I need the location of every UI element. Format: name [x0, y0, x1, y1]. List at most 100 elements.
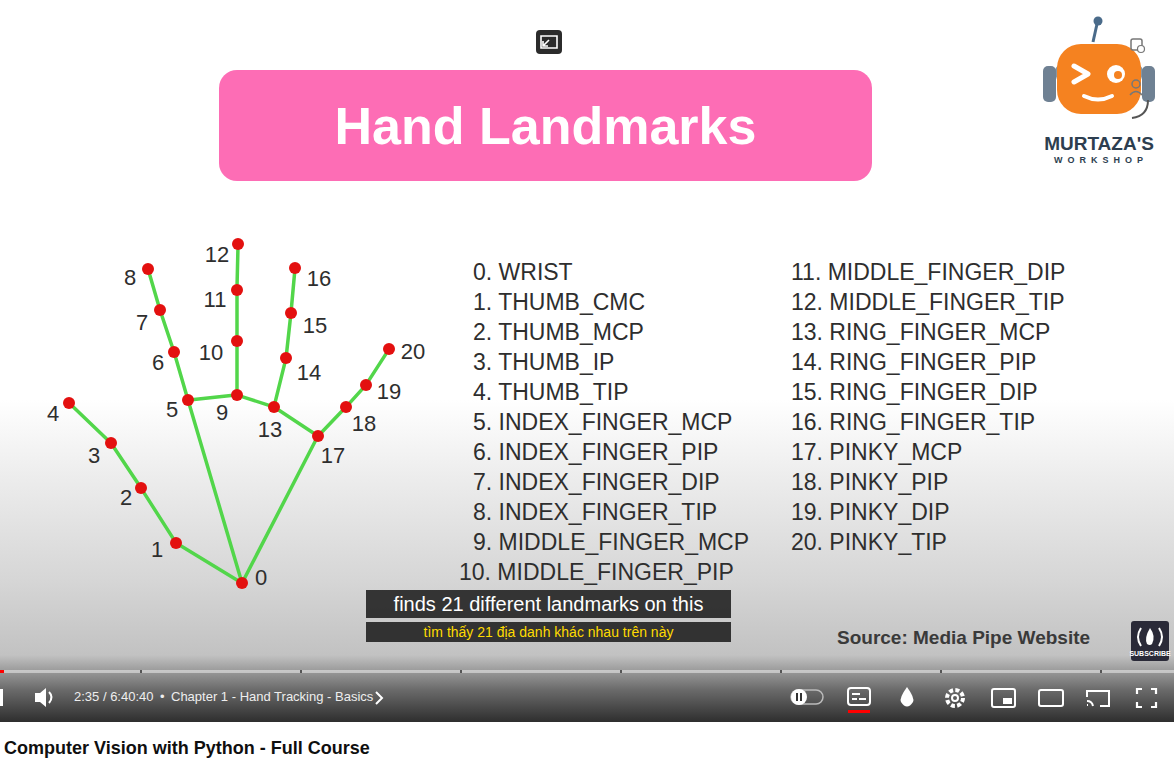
subtitle-box: finds 21 different landmarks on this	[366, 590, 731, 618]
bone-line	[322, 411, 342, 431]
landmark-number: 4	[47, 402, 59, 426]
separator-dot: •	[160, 689, 165, 705]
landmark-dot: 8	[142, 263, 154, 275]
landmark-number: 0	[255, 566, 267, 590]
landmark-name: 6. INDEX_FINGER_PIP	[473, 438, 718, 466]
landmark-name: 3. THUMB_IP	[473, 348, 614, 376]
landmark-dot: 7	[154, 304, 166, 316]
landmark-name: 15. RING_FINGER_DIP	[791, 378, 1038, 406]
landmark-name: 10. MIDDLE_FINGER_PIP	[459, 558, 734, 586]
subtitle-text: tìm thấy 21 địa danh khác nhau trên này	[424, 622, 674, 642]
bone-line	[176, 358, 187, 394]
landmark-number: 18	[352, 412, 376, 436]
landmark-number: 8	[124, 266, 136, 290]
corner-icons	[1130, 39, 1145, 95]
landmark-name: 0. WRIST	[473, 258, 573, 286]
landmark-number: 1	[151, 538, 163, 562]
landmark-dot: 11	[231, 284, 243, 296]
landmark-number: 14	[297, 361, 321, 385]
landmark-name: 12. MIDDLE_FINGER_TIP	[791, 288, 1065, 316]
bone-line	[114, 448, 137, 483]
landmark-name: 9. MIDDLE_FINGER_MCP	[473, 528, 749, 556]
landmark-name: 19. PINKY_DIP	[791, 498, 950, 526]
title-text: Hand Landmarks	[335, 96, 757, 156]
bone-line	[162, 316, 172, 347]
landmark-name: 16. RING_FINGER_TIP	[791, 408, 1035, 436]
landmark-number: 5	[166, 398, 178, 422]
time-display: 2:35 / 6:40:40	[74, 689, 154, 705]
landmark-number: 2	[120, 486, 132, 510]
landmark-name: 4. THUMB_TIP	[473, 378, 629, 406]
bone-line	[292, 274, 295, 307]
landmark-dot: 12	[232, 238, 244, 250]
bone-line	[181, 546, 237, 580]
landmark-number: 11	[204, 288, 227, 312]
title-banner: Hand Landmarks	[219, 70, 872, 181]
video-title: Computer Vision with Python - Full Cours…	[4, 737, 370, 759]
bone-line	[275, 364, 284, 401]
landmark-name: 13. RING_FINGER_MCP	[791, 318, 1050, 346]
robot-logo	[1043, 17, 1155, 119]
brand-name: MURTAZA'S	[1044, 133, 1154, 155]
landmark-number: 15	[303, 314, 327, 338]
landmark-number: 13	[258, 418, 282, 442]
bone-line	[190, 406, 241, 577]
landmark-dot: 14	[280, 352, 292, 364]
bone-line	[287, 319, 291, 352]
landmark-number: 16	[307, 267, 331, 291]
landmark-dot: 20	[383, 343, 395, 355]
bone-line	[350, 389, 362, 402]
bone-line	[235, 250, 239, 284]
bone-line	[144, 493, 173, 538]
collapse-icon	[536, 30, 562, 54]
bone-line	[73, 407, 106, 439]
landmark-dot: 1	[170, 537, 182, 549]
landmark-number: 9	[216, 401, 228, 425]
landmark-number: 19	[377, 380, 401, 404]
landmark-number: 3	[88, 444, 100, 468]
bone-line	[243, 397, 269, 405]
landmark-name: 14. RING_FINGER_PIP	[791, 348, 1036, 376]
landmark-name: 7. INDEX_FINGER_DIP	[473, 468, 720, 496]
landmark-name: 1. THUMB_CMC	[473, 288, 645, 316]
landmark-name: 2. THUMB_MCP	[473, 318, 644, 346]
subtitle-text: finds 21 different landmarks on this	[394, 590, 704, 618]
landmark-dot: 3	[105, 437, 117, 449]
landmark-dot: 19	[360, 379, 372, 391]
bone-line	[194, 396, 231, 400]
landmark-dot: 9	[231, 389, 243, 401]
landmark-number: 17	[321, 444, 345, 468]
bone-line	[235, 296, 239, 335]
landmark-name: 18. PINKY_PIP	[791, 468, 948, 496]
chapter-title: Chapter 1 - Hand Tracking - Basics	[171, 689, 373, 705]
landmark-name: 20. PINKY_TIP	[791, 528, 947, 556]
bone-line	[150, 275, 159, 304]
watermark-text: SUBSCRIBE	[1129, 650, 1170, 658]
landmark-dot: 13	[268, 401, 280, 413]
bone-line	[245, 441, 315, 577]
source-note: Source: Media Pipe Website	[837, 627, 1090, 649]
progress-bar	[0, 670, 1174, 673]
bone-line	[369, 354, 386, 380]
landmark-name: 5. INDEX_FINGER_MCP	[473, 408, 732, 436]
landmark-dot: 17	[312, 430, 324, 442]
landmark-dot: 16	[289, 262, 301, 274]
landmark-dot: 0	[236, 577, 248, 589]
brand-subtitle: WORKSHOP	[1054, 155, 1148, 166]
landmark-number: 20	[401, 340, 425, 364]
landmark-number: 12	[205, 243, 229, 267]
landmark-dot: 4	[63, 397, 75, 409]
landmark-dot: 15	[285, 307, 297, 319]
landmark-name: 11. MIDDLE_FINGER_DIP	[791, 258, 1065, 286]
landmark-number: 10	[199, 341, 223, 365]
subtitle-box: tìm thấy 21 địa danh khác nhau trên này	[366, 622, 731, 642]
landmark-name: 8. INDEX_FINGER_TIP	[473, 498, 717, 526]
landmark-number: 6	[152, 351, 164, 375]
landmark-dot: 5	[182, 394, 194, 406]
bone-line	[279, 410, 313, 432]
landmark-number: 7	[136, 311, 148, 335]
landmark-dot: 18	[340, 401, 352, 413]
landmark-dot: 6	[168, 346, 180, 358]
landmark-dot: 10	[231, 335, 243, 347]
player-controls	[0, 687, 1156, 713]
